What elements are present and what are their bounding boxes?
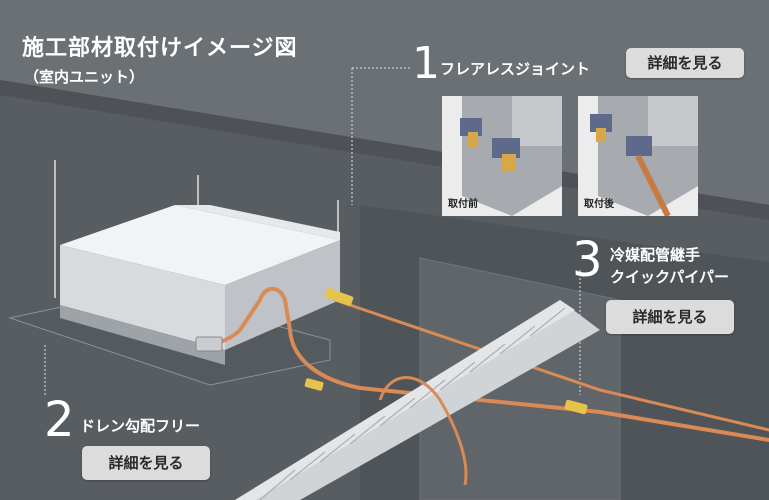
page-subtitle: （室内ユニット） bbox=[24, 68, 145, 86]
ceiling-plane bbox=[0, 0, 769, 205]
item-1-number: 1 bbox=[412, 38, 440, 89]
item-3-details-button[interactable]: 詳細を見る bbox=[606, 300, 734, 334]
photo-after-caption: 取付後 bbox=[584, 199, 614, 210]
item-2-details-button[interactable]: 詳細を見る bbox=[82, 446, 210, 480]
pipe-fittings bbox=[195, 288, 588, 415]
item-2-label: ドレン勾配フリー bbox=[80, 417, 201, 435]
page-title: 施工部材取付けイメージ図 bbox=[22, 36, 298, 61]
photo-before-caption: 取付前 bbox=[448, 199, 478, 210]
item-2-number: 2 bbox=[44, 392, 75, 448]
photo-before: 取付前 bbox=[442, 96, 562, 216]
ceiling-edge bbox=[0, 80, 769, 220]
item-3-label-line2: クイックパイパー bbox=[610, 268, 729, 286]
flexible-duct bbox=[235, 300, 600, 500]
item-1-details-button[interactable]: 詳細を見る bbox=[626, 48, 744, 78]
item-1-label: フレアレスジョイント bbox=[440, 60, 591, 78]
photo-after: 取付後 bbox=[578, 96, 698, 216]
item-3-label-line1: 冷媒配管継手 bbox=[610, 246, 701, 264]
pipe-loop bbox=[378, 376, 468, 486]
item-3-number: 3 bbox=[572, 232, 603, 288]
refrigerant-pipes bbox=[198, 286, 769, 442]
